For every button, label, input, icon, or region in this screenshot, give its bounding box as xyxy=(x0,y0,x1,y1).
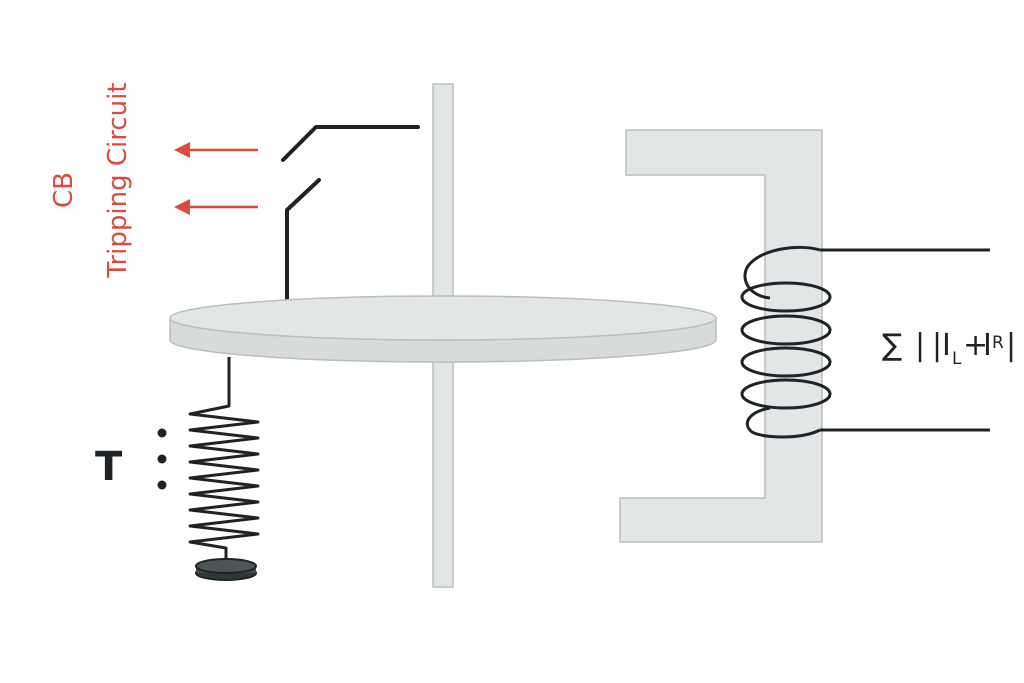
tripping-circuit-label: Tripping Circuit xyxy=(103,82,133,278)
cb-label: CB xyxy=(49,172,79,208)
time-setting-label: T xyxy=(95,444,123,490)
svg-text:+: + xyxy=(963,328,988,363)
magnet-core xyxy=(619,129,823,543)
svg-text:L: L xyxy=(952,349,962,369)
svg-text:R: R xyxy=(992,333,1004,353)
svg-text:|: | xyxy=(915,328,925,363)
svg-text:I: I xyxy=(983,328,992,363)
spindle-upper xyxy=(432,83,454,313)
current-sum-formula: ∑ | | I L + I R | xyxy=(882,328,1016,369)
trip-arrow-upper-head xyxy=(174,142,190,158)
svg-text:∑: ∑ xyxy=(882,328,902,363)
induction-disc xyxy=(169,295,717,363)
operating-coil xyxy=(740,245,990,439)
trip-contacts xyxy=(281,125,420,302)
moving-contact xyxy=(285,178,321,302)
control-spring xyxy=(188,357,260,563)
t-dots xyxy=(157,428,167,490)
spring-anchor xyxy=(195,558,257,581)
svg-text:I: I xyxy=(942,328,951,363)
svg-text:|: | xyxy=(932,328,942,363)
spindle-lower xyxy=(432,354,454,588)
trip-arrow-lower-head xyxy=(174,199,190,215)
svg-text:|: | xyxy=(1006,328,1016,363)
trip-arrows xyxy=(174,142,258,215)
fixed-contact xyxy=(281,125,420,162)
